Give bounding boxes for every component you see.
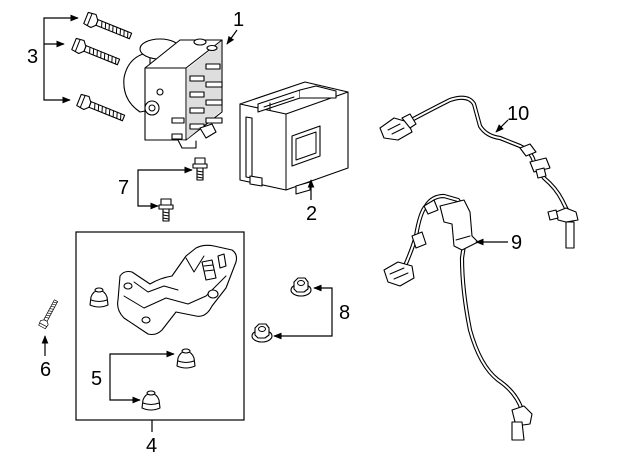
bracket-kit-box <box>75 231 245 421</box>
wheel-speed-sensor-upper <box>379 95 579 249</box>
callout-8: 8 <box>339 302 350 324</box>
callout-3: 3 <box>27 46 38 68</box>
callout-4: 4 <box>146 435 157 457</box>
callout-2: 2 <box>306 203 317 225</box>
callout-5: 5 <box>91 368 102 390</box>
callout-10: 10 <box>507 103 529 125</box>
mounting-bolts <box>70 10 134 126</box>
leader-lines <box>41 14 509 432</box>
callout-9: 9 <box>511 232 522 254</box>
callout-7: 7 <box>118 177 129 199</box>
flange-nuts <box>251 277 312 343</box>
control-module <box>239 81 349 195</box>
studs <box>158 157 208 222</box>
bracket <box>117 244 238 336</box>
callout-1: 1 <box>233 9 244 31</box>
abs-modulator-unit <box>123 38 223 149</box>
bracket-bolt <box>37 298 61 330</box>
callout-6: 6 <box>40 359 51 381</box>
wheel-speed-sensor-lower <box>383 193 533 441</box>
